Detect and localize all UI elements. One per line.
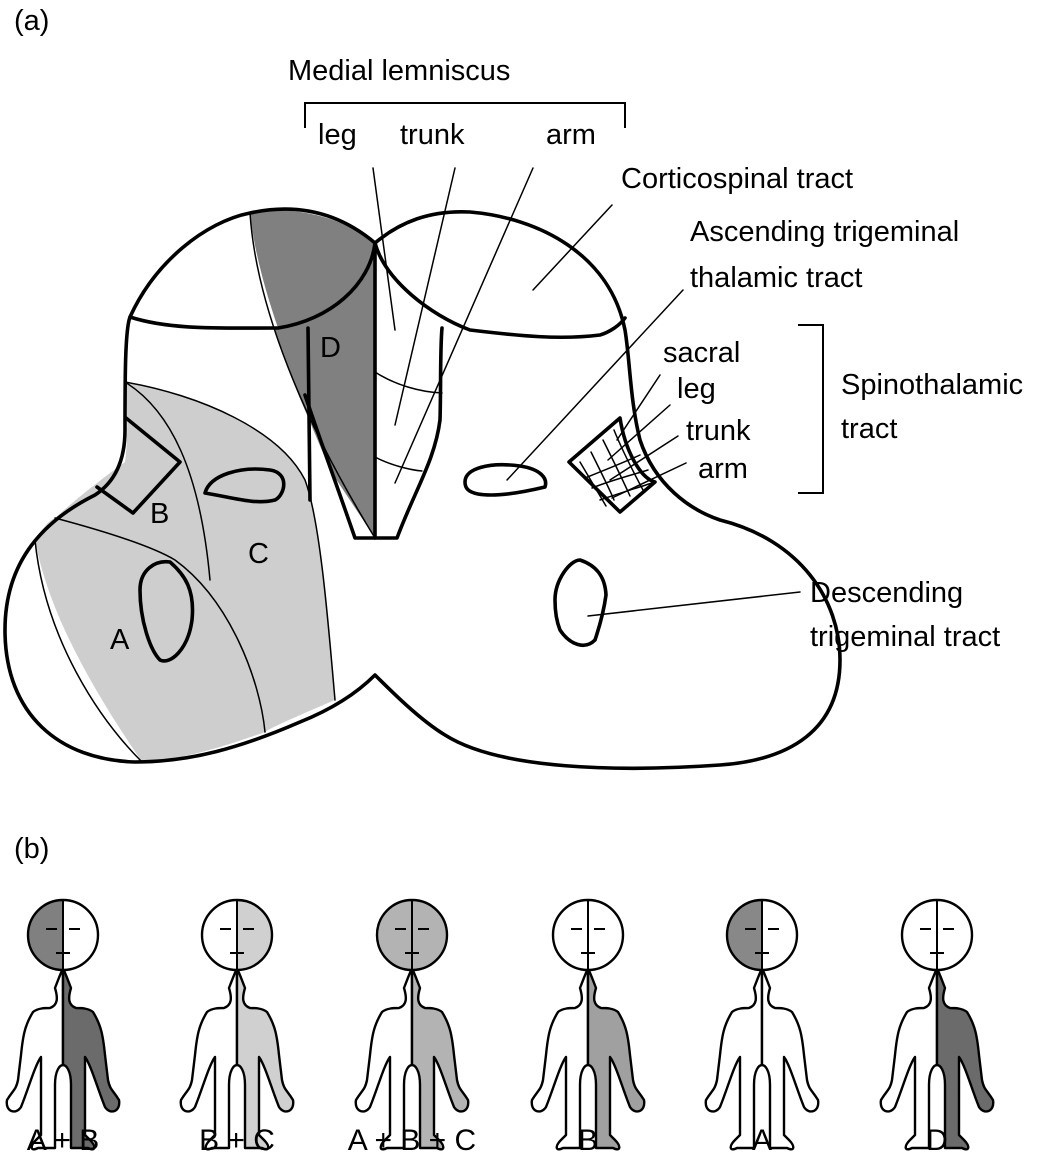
head-left-half	[377, 900, 412, 970]
medial-lemniscus-right	[373, 241, 444, 540]
figure-caption: D	[926, 1124, 948, 1157]
spinothalamic-title-1: Spinothalamic	[841, 369, 1023, 401]
body-left-half	[879, 966, 939, 1151]
body-left-half	[704, 966, 764, 1151]
figure-caption: B	[578, 1124, 598, 1157]
region-label-b: B	[150, 498, 169, 530]
region-c-outer-boundary	[124, 381, 336, 701]
body-left-half	[530, 966, 590, 1151]
corticospinal-label: Corticospinal tract	[621, 163, 853, 195]
head-left-half	[727, 900, 762, 970]
leader-descending-trigeminal	[587, 591, 801, 617]
body-figure: A + B	[5, 898, 121, 1157]
body-figure: B	[530, 898, 646, 1157]
head-left-half	[553, 900, 588, 970]
oval-a	[138, 560, 195, 663]
head-left-half	[202, 900, 237, 970]
leader-sacral	[616, 374, 661, 441]
spinothalamic-bracket	[798, 324, 824, 494]
st-div-4	[613, 429, 644, 491]
region-bc-divider	[124, 381, 211, 581]
ml-label-arm: arm	[546, 119, 596, 151]
right-pyramid-boundary	[373, 241, 627, 340]
body-left-half	[179, 966, 239, 1151]
body-left-half	[354, 966, 414, 1151]
head-right-half	[237, 900, 272, 970]
body-right-half	[935, 966, 995, 1151]
medial-lemniscus-bracket	[304, 102, 626, 128]
ml-label-leg: leg	[318, 119, 357, 151]
left-pyramid-boundary	[128, 241, 377, 330]
head-right-half	[937, 900, 972, 970]
figure-caption: A + B	[27, 1124, 100, 1157]
leader-st-arm	[611, 462, 687, 499]
body-right-half	[586, 966, 646, 1151]
region-label-d: D	[320, 332, 341, 364]
body-left-half	[5, 966, 65, 1151]
st-label-trunk: trunk	[686, 415, 751, 447]
st-div-3	[602, 439, 631, 497]
region-d-line	[306, 326, 312, 502]
body-right-half	[235, 966, 295, 1151]
body-figure: A + B + C	[348, 898, 476, 1157]
medulla-cross-section	[3, 102, 842, 771]
region-a-upper-boundary	[54, 517, 266, 733]
st-label-leg: leg	[677, 373, 716, 405]
ml-division-2	[374, 456, 423, 472]
descending-trigeminal-label-2: trigeminal tract	[810, 621, 1000, 653]
region-abc-fill	[35, 382, 335, 762]
body-figure: B + C	[179, 898, 295, 1157]
head-left-half	[902, 900, 937, 970]
body-right-half	[760, 966, 820, 1151]
figure-caption: B + C	[199, 1124, 275, 1157]
st-label-sacral: sacral	[663, 337, 740, 369]
region-b-box	[95, 416, 182, 515]
medial-lemniscus-title: Medial lemniscus	[288, 55, 510, 87]
ascending-trigeminal-label-2: thalamic tract	[690, 262, 862, 294]
region-d-fill	[250, 210, 375, 539]
medial-lemniscus-left	[303, 393, 377, 540]
leader-ascending-trigeminal	[506, 289, 684, 481]
panel-label-a: (a)	[14, 5, 49, 37]
panel-label-b: (b)	[14, 833, 49, 865]
region-label-c: C	[248, 538, 269, 570]
oval-descending-trigeminal	[553, 558, 608, 647]
leader-trunk	[394, 167, 456, 426]
leader-st-trunk	[609, 435, 679, 481]
head-right-half	[762, 900, 797, 970]
descending-trigeminal-label-1: Descending	[810, 577, 963, 609]
region-d-edge	[249, 212, 376, 539]
st-cross-2	[591, 469, 649, 489]
figure-caption: A	[752, 1124, 772, 1157]
head-left-half	[28, 900, 63, 970]
left-pyramid-white	[130, 213, 278, 328]
head-right-half	[63, 900, 98, 970]
body-figure: D	[879, 898, 995, 1157]
body-figure: A	[704, 898, 820, 1157]
oval-ascending-trigeminal	[463, 462, 548, 497]
body-figures: A + B B + C A + B + C B A D	[5, 898, 995, 1157]
body-right-half	[410, 966, 470, 1151]
head-right-half	[412, 900, 447, 970]
leader-st-leg	[607, 404, 671, 461]
st-cross-1	[584, 454, 641, 479]
medulla-outline	[3, 207, 842, 771]
oval-c	[203, 467, 286, 504]
leader-arm	[394, 167, 534, 484]
st-label-arm: arm	[698, 453, 748, 485]
leader-leg	[372, 167, 396, 331]
leader-corticospinal	[532, 204, 613, 291]
region-label-a: A	[110, 624, 130, 656]
ml-division-1	[374, 371, 443, 394]
region-a-lower-boundary	[34, 539, 143, 763]
figure-caption: A + B + C	[348, 1124, 476, 1157]
ml-label-trunk: trunk	[400, 119, 465, 151]
head-right-half	[588, 900, 623, 970]
spinothalamic-title-2: tract	[841, 413, 897, 445]
ascending-trigeminal-label-1: Ascending trigeminal	[690, 216, 959, 248]
body-right-half	[61, 966, 121, 1151]
